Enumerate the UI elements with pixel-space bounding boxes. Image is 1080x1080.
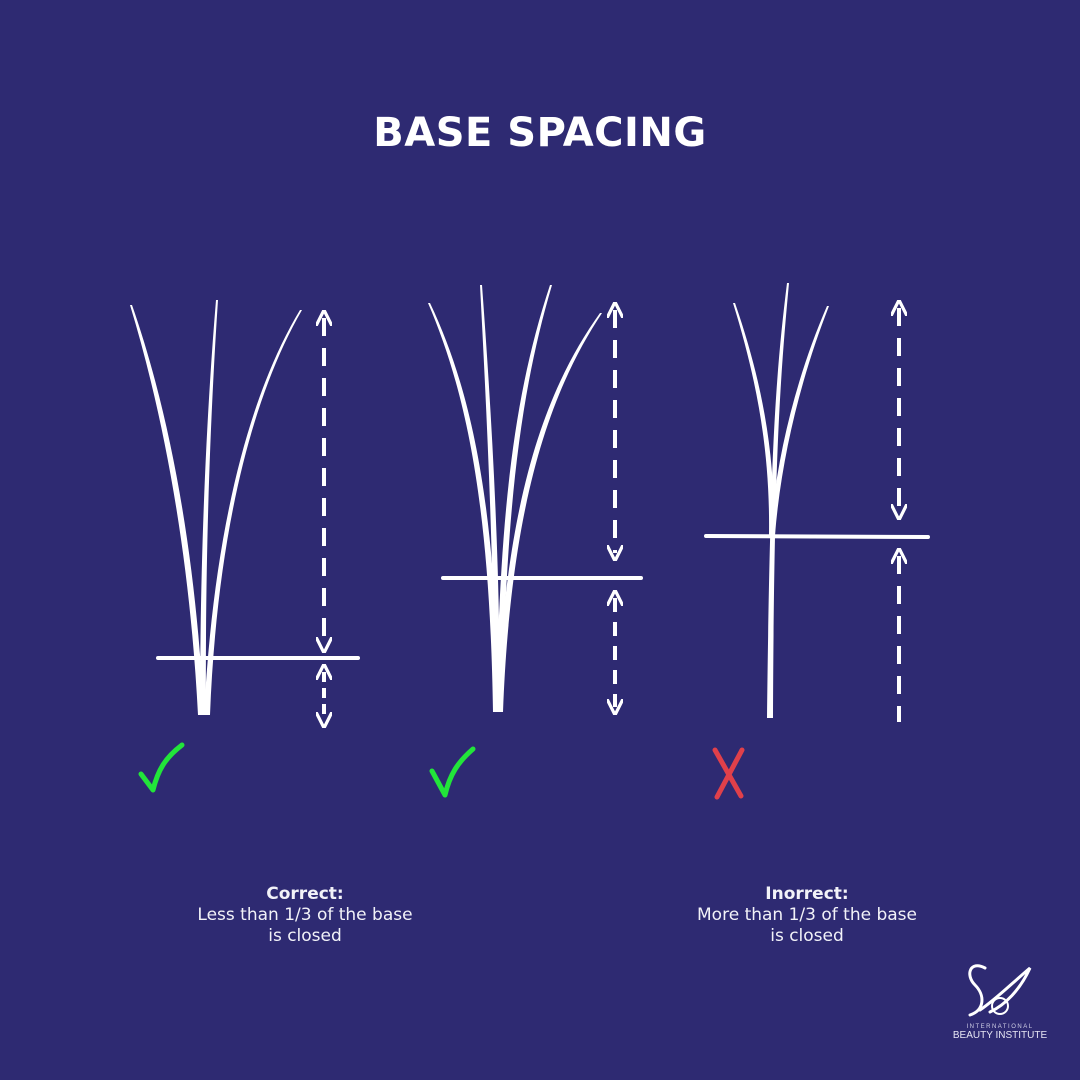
caption-line: is closed: [268, 926, 342, 946]
logo-line1: INTERNATIONAL: [966, 1024, 1034, 1030]
check-icon: [138, 742, 185, 793]
diagram-right-incorrect: [704, 283, 930, 722]
caption-line: is closed: [770, 926, 844, 946]
caption-heading: Correct:: [266, 884, 344, 904]
lash-fan-icon: [733, 303, 775, 535]
logo-swan-icon: [968, 964, 1032, 1017]
lash-fan-icon: [428, 303, 499, 712]
base-line: [704, 534, 930, 539]
diagram-middle-correct: [428, 285, 643, 712]
caption-incorrect: Inorrect: More than 1/3 of the base is c…: [657, 884, 957, 947]
brand-logo: INTERNATIONAL BEAUTY INSTITUTE: [945, 1022, 1055, 1041]
diagram-left-correct: [130, 300, 360, 720]
logo-line2: BEAUTY INSTITUTE: [952, 1030, 1048, 1041]
page-title: BASE SPACING: [373, 110, 707, 156]
check-icon: [429, 746, 476, 798]
caption-correct: Correct: Less than 1/3 of the base is cl…: [155, 884, 455, 947]
caption-heading: Inorrect:: [765, 884, 849, 904]
caption-line: Less than 1/3 of the base: [197, 905, 413, 925]
cross-icon: [712, 747, 745, 800]
lash-fan-icon: [130, 305, 204, 715]
caption-line: More than 1/3 of the base: [697, 905, 917, 925]
